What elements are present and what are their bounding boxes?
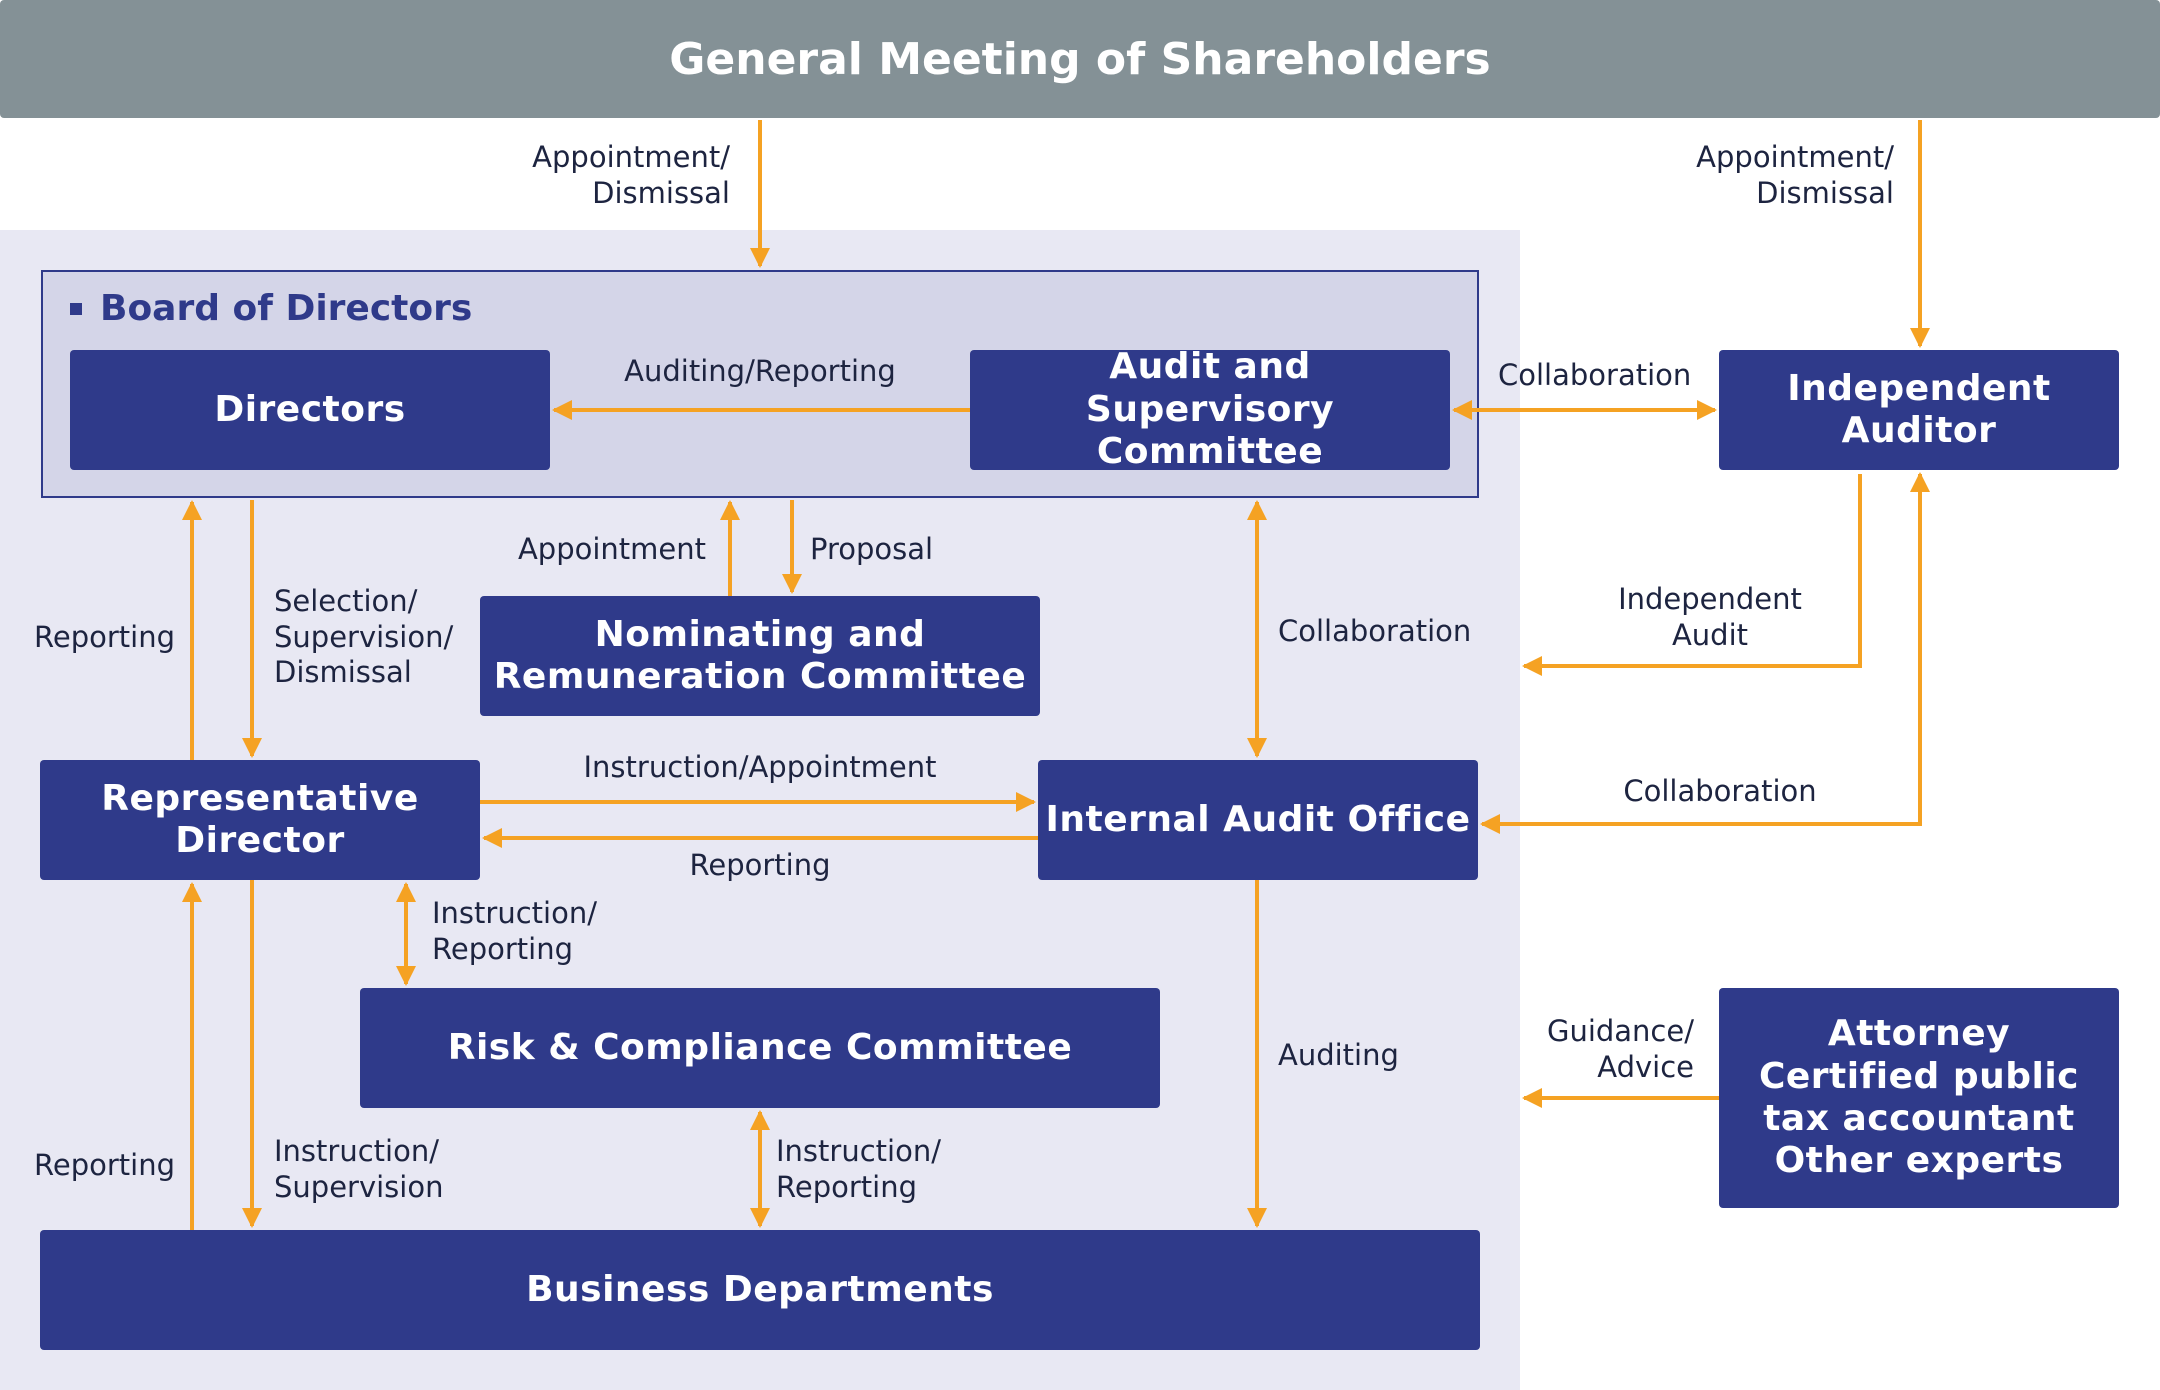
audit-committee-label: Audit and Supervisory Committee bbox=[1085, 346, 1335, 473]
directors-label: Directors bbox=[214, 388, 406, 430]
general-meeting-title: General Meeting of Shareholders bbox=[669, 33, 1491, 85]
label-auditing-reporting: Auditing/Reporting bbox=[624, 354, 896, 388]
label-reporting-mid: Reporting bbox=[689, 848, 831, 882]
label-instruction-appointment: Instruction/Appointment bbox=[583, 750, 937, 784]
risk-compliance-committee-label: Risk & Compliance Committee bbox=[447, 1026, 1073, 1068]
internal-audit-office-label: Internal Audit Office bbox=[1045, 798, 1471, 840]
label-reporting-upper: Reporting bbox=[34, 620, 175, 654]
external-experts-label: Attorney Certified public tax accountant… bbox=[1758, 1013, 2080, 1182]
nominating-committee-label: Nominating and Remuneration Committee bbox=[493, 613, 1027, 697]
label-collaboration-mid: Collaboration bbox=[1278, 614, 1472, 648]
representative-director-box: Representative Director bbox=[40, 760, 480, 880]
label-proposal: Proposal bbox=[810, 532, 934, 566]
label-appointment: Appointment bbox=[517, 532, 706, 566]
label-appointment-dismissal-right: Appointment/ Dismissal bbox=[1696, 140, 1894, 210]
arrow-internal-audit-auditor-collaboration bbox=[1480, 472, 1930, 834]
external-experts-box: Attorney Certified public tax accountant… bbox=[1719, 988, 2119, 1208]
business-departments-box: Business Departments bbox=[40, 1230, 1480, 1350]
directors-box: Directors bbox=[70, 350, 550, 470]
label-guidance-advice: Guidance/ Advice bbox=[1546, 1014, 1694, 1084]
risk-compliance-committee-box: Risk & Compliance Committee bbox=[360, 988, 1160, 1108]
label-collaboration-top: Collaboration bbox=[1498, 358, 1692, 392]
label-appointment-dismissal-left: Appointment/ Dismissal bbox=[532, 140, 730, 210]
label-instruction-reporting-left: Instruction/ Reporting bbox=[432, 896, 597, 966]
independent-auditor-box: Independent Auditor bbox=[1719, 350, 2119, 470]
representative-director-label: Representative Director bbox=[101, 777, 419, 861]
independent-auditor-label: Independent Auditor bbox=[1787, 367, 2051, 451]
label-collaboration-low: Collaboration bbox=[1623, 774, 1817, 808]
label-independent-audit: Independent Audit bbox=[1618, 582, 1802, 652]
square-bullet-icon bbox=[70, 302, 82, 315]
label-instruction-supervision: Instruction/ Supervision bbox=[274, 1134, 444, 1204]
business-departments-label: Business Departments bbox=[526, 1268, 994, 1310]
label-auditing: Auditing bbox=[1278, 1038, 1399, 1072]
label-instruction-reporting-bottom: Instruction/ Reporting bbox=[776, 1134, 941, 1204]
internal-audit-office-box: Internal Audit Office bbox=[1038, 760, 1478, 880]
general-meeting-banner: General Meeting of Shareholders bbox=[0, 0, 2160, 118]
board-title-text: Board of Directors bbox=[100, 288, 473, 329]
board-of-directors-heading: Board of Directors bbox=[70, 288, 472, 329]
audit-committee-box: Audit and Supervisory Committee bbox=[970, 346, 1450, 472]
label-reporting-lower: Reporting bbox=[34, 1148, 175, 1182]
label-selection-supervision-dismissal: Selection/ Supervision/ Dismissal bbox=[274, 584, 454, 690]
nominating-committee-box: Nominating and Remuneration Committee bbox=[480, 596, 1040, 716]
